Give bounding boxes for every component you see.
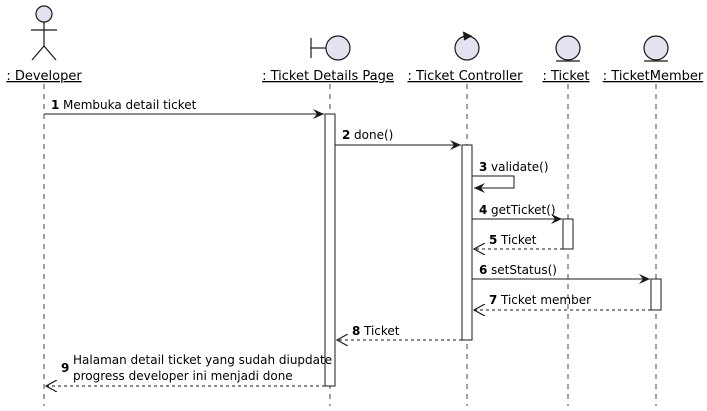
- message-3: 3 validate(): [472, 160, 549, 193]
- participant-ticket: : Ticket: [543, 35, 590, 84]
- message-label: Ticket member: [500, 293, 591, 307]
- participant-ticket-details-page: : Ticket Details Page: [262, 35, 394, 84]
- message-2: 2 done(): [335, 128, 461, 150]
- message-label: setStatus(): [491, 263, 557, 277]
- message-label: Membuka detail ticket: [63, 98, 197, 112]
- message-9: 9 Halaman detail ticket yang sudah diupd…: [46, 353, 332, 386]
- message-number: 1: [51, 98, 59, 112]
- message-number: 9: [61, 361, 69, 375]
- participant-ticket-member: : TicketMember: [603, 35, 704, 84]
- participant-label: : Ticket: [543, 69, 590, 84]
- participant-label: : Developer: [6, 69, 82, 84]
- boundary-icon: [310, 35, 351, 61]
- message-number: 3: [479, 160, 487, 174]
- message-number: 7: [489, 293, 497, 307]
- participant-label: : TicketMember: [603, 69, 704, 84]
- message-number: 2: [342, 128, 350, 142]
- message-label: done(): [354, 128, 393, 142]
- control-icon: [454, 31, 480, 61]
- message-label: validate(): [491, 160, 549, 174]
- actor-icon: [31, 5, 57, 61]
- activation-ticket-controller: [461, 144, 473, 341]
- message-label-line-1: Halaman detail ticket yang sudah diupdat…: [73, 353, 332, 367]
- activation-ticket-member: [650, 278, 662, 311]
- activation-ticket-details-page: [324, 113, 336, 387]
- participant-label: : Ticket Details Page: [262, 69, 394, 84]
- message-number: 5: [489, 233, 497, 247]
- message-label: getTicket(): [491, 203, 556, 217]
- message-5: 5 Ticket: [474, 233, 563, 249]
- message-label-line-2: progress developer ini menjadi done: [73, 369, 293, 383]
- participant-label: : Ticket Controller: [407, 69, 523, 84]
- message-label: Ticket: [500, 233, 537, 247]
- message-6: 6 setStatus(): [472, 263, 650, 284]
- message-number: 4: [479, 203, 487, 217]
- message-number: 8: [352, 324, 360, 338]
- entity-icon: [643, 35, 669, 62]
- message-arrow: [472, 175, 515, 193]
- message-1: 1 Membuka detail ticket: [44, 98, 324, 119]
- message-4: 4 getTicket(): [472, 203, 562, 224]
- participant-ticket-controller: : Ticket Controller: [407, 31, 523, 84]
- participant-developer: : Developer: [6, 5, 82, 84]
- message-label: Ticket: [363, 324, 400, 338]
- message-number: 6: [479, 263, 487, 277]
- entity-icon: [555, 35, 581, 62]
- message-7: 7 Ticket member: [474, 293, 651, 310]
- message-8: 8 Ticket: [337, 324, 462, 340]
- activations: [324, 113, 662, 387]
- activation-ticket: [562, 218, 574, 250]
